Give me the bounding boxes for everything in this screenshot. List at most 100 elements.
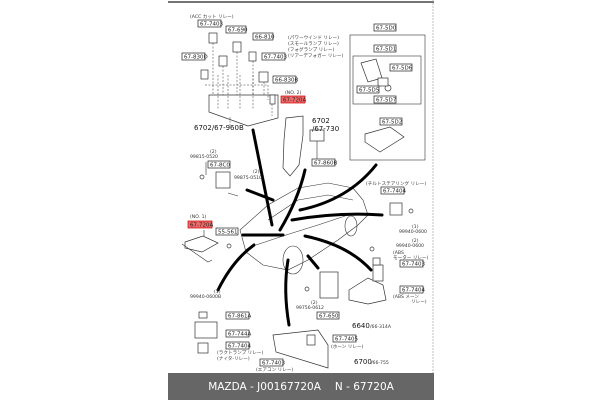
part-label-67-7404-abs[interactable]: 67-7404	[399, 285, 425, 294]
svg-text:67-7404: 67-7404	[228, 344, 251, 350]
abs-main-note-2: リレー)	[411, 299, 427, 305]
aircon-relay-note: (エアコン リレー)	[256, 367, 293, 373]
svg-text:67-690: 67-690	[228, 28, 248, 34]
part-label-67-861a[interactable]: 67-861A	[225, 311, 251, 320]
relay-note-4: (リアーデフォガー リレー)	[288, 52, 344, 59]
part-label-66-830b[interactable]: 66-830B	[272, 75, 298, 84]
bolt-99940-0600-b[interactable]: 99940-0600	[396, 243, 424, 249]
relay-note-2: (スモールランプ リレー)	[288, 41, 339, 47]
part-label-67-5d7[interactable]: 67-5D7	[373, 95, 397, 104]
part-label-67-5d0[interactable]: 67-5D0	[373, 23, 397, 32]
horn-relay-note: (ホーン リレー)	[331, 344, 364, 350]
bottom-relay-note-1: (ラクトランプ リレー)	[217, 350, 263, 356]
tilt-steering-relay	[389, 202, 414, 216]
part-label-67-7403-abs[interactable]: 67-7403	[399, 259, 425, 268]
part-label-67-720a-highlight-top[interactable]: 67-720A	[280, 95, 306, 104]
part-label-67-5d1[interactable]: 67-5D1	[373, 44, 397, 53]
qty-note-3: (1)	[412, 224, 419, 230]
bolt-99875-0510[interactable]: 99875-0510	[234, 175, 262, 181]
abs-main-note-1: (ABS メーン	[393, 294, 419, 300]
part-label-67-650[interactable]: 67-650	[316, 311, 340, 320]
qty-note-5: (2)	[311, 300, 318, 306]
svg-text:67-7405: 67-7405	[335, 337, 358, 343]
part-label-67-830d[interactable]: 67-830D	[181, 52, 208, 61]
part-label-67-7404-tilt[interactable]: 67-7404	[380, 186, 406, 195]
svg-text:67-5D5: 67-5D5	[359, 88, 380, 94]
part-label-67-7403-mid[interactable]: 67-7403	[261, 52, 287, 61]
part-label-67-7404-bottom[interactable]: 67-7404	[225, 341, 251, 350]
ref-66-314a[interactable]: /66-314A	[370, 324, 392, 330]
relay-tray-bottom	[272, 329, 329, 369]
parts-diagram: (ACC カット リレー) 67-7403 67-690 66-810 (パワー…	[168, 0, 434, 374]
svg-text:67-5D7: 67-5D7	[376, 98, 397, 104]
part-label-67-5d2[interactable]: 67-5D2	[379, 117, 403, 126]
brand-part-number: MAZDA - J00167720A	[208, 380, 321, 393]
svg-text:67-5D2: 67-5D2	[382, 120, 402, 126]
tilt-steering-relay-note: (チルトステアリング リレー)	[366, 180, 426, 187]
bolt-99940-0600b[interactable]: 99940-0600B	[190, 294, 221, 300]
part-label-67-8c0[interactable]: 67-8C0	[207, 160, 231, 169]
relay-bracket-67-730	[282, 115, 325, 177]
svg-text:66-830B: 66-830B	[275, 78, 298, 84]
part-label-55-561[interactable]: 55-561	[215, 227, 239, 236]
relay-block-assembly	[200, 32, 279, 127]
relay-note-3: (フォグランプ リレー)	[288, 46, 334, 53]
no2-note: (NO. 2)	[285, 90, 302, 96]
acc-relay-note: (ACC カット リレー)	[190, 14, 234, 20]
svg-text:67-7404: 67-7404	[383, 189, 406, 195]
part-label-67-744a[interactable]: 67-744A	[225, 329, 251, 338]
svg-text:67-7403: 67-7403	[262, 361, 285, 367]
svg-text:67-5D6: 67-5D6	[392, 66, 413, 72]
abs-motor-note-2: モーター リレー)	[393, 254, 429, 261]
relay-note-1: (パワーウインド リレー)	[288, 34, 339, 41]
unit-67-650	[304, 271, 339, 299]
no1-note: (NO. 1)	[190, 214, 207, 220]
bolt-99815-0520[interactable]: 99815-0520	[190, 154, 218, 160]
ref-6640[interactable]: 6640	[352, 322, 370, 330]
svg-text:67-861A: 67-861A	[228, 314, 251, 320]
svg-text:66-810: 66-810	[255, 35, 275, 41]
part-label-67-7403-bottom[interactable]: 67-7403	[259, 358, 285, 367]
ref-6702[interactable]: 6702	[312, 117, 330, 125]
car-outline	[239, 182, 369, 275]
qty-note-4: (2)	[412, 238, 419, 244]
abs-motor-note-1: (ABS	[393, 250, 404, 256]
qty-note-2: (2)	[253, 169, 260, 175]
svg-text:67-720A: 67-720A	[190, 223, 213, 229]
svg-text:67-720A: 67-720A	[283, 98, 306, 104]
diagram-canvas: (ACC カット リレー) 67-7403 67-690 66-810 (パワー…	[168, 0, 434, 374]
bottom-relay-note-2: (ナイタ-リレー)	[217, 355, 250, 362]
part-label-67-720a-highlight-left[interactable]: 67-720A	[187, 220, 213, 229]
part-label-67-5d6[interactable]: 67-5D6	[389, 63, 413, 72]
ref-67-730[interactable]: /67-730	[312, 125, 339, 133]
part-label-67-860b[interactable]: 67-860B	[311, 158, 337, 167]
part-label-66-810[interactable]: 66-810	[252, 32, 275, 41]
svg-text:67-7403: 67-7403	[264, 55, 287, 61]
key-cylinder-group	[349, 34, 426, 161]
svg-text:67-860B: 67-860B	[314, 161, 337, 167]
bolt-99940-0600-a[interactable]: 99940-0600	[399, 229, 427, 235]
bolt-99756-0612[interactable]: 99756-0612	[296, 305, 324, 311]
part-number: N - 67720A	[334, 380, 394, 393]
svg-text:67-650: 67-650	[319, 314, 339, 320]
ref-6702-67-960b[interactable]: 6702/67-960B	[194, 124, 244, 132]
svg-text:67-7404: 67-7404	[402, 288, 425, 294]
svg-text:67-7403: 67-7403	[200, 22, 223, 28]
svg-text:67-5D1: 67-5D1	[376, 47, 396, 53]
ref-66-755[interactable]: /66-755	[371, 360, 389, 366]
qty-note-1: (2)	[210, 149, 217, 155]
footer-caption-bar: MAZDA - J00167720A N - 67720A	[168, 373, 434, 400]
horn-relay-group-left	[194, 311, 218, 354]
part-label-67-7405[interactable]: 67-7405	[332, 334, 358, 343]
svg-text:67-830D: 67-830D	[184, 55, 208, 61]
qty-note-6: (1)	[214, 289, 221, 295]
ref-6700[interactable]: 6700	[354, 358, 372, 366]
part-label-67-5d5[interactable]: 67-5D5	[356, 85, 380, 94]
unit-67-720a-left	[181, 230, 232, 263]
abs-relay-bracket	[348, 246, 387, 305]
part-label-67-690[interactable]: 67-690	[225, 25, 248, 34]
svg-text:67-8C0: 67-8C0	[210, 163, 230, 169]
part-label-67-7403-top[interactable]: 67-7403	[197, 19, 223, 28]
svg-text:67-744A: 67-744A	[228, 332, 251, 338]
leader-lines	[216, 128, 384, 327]
